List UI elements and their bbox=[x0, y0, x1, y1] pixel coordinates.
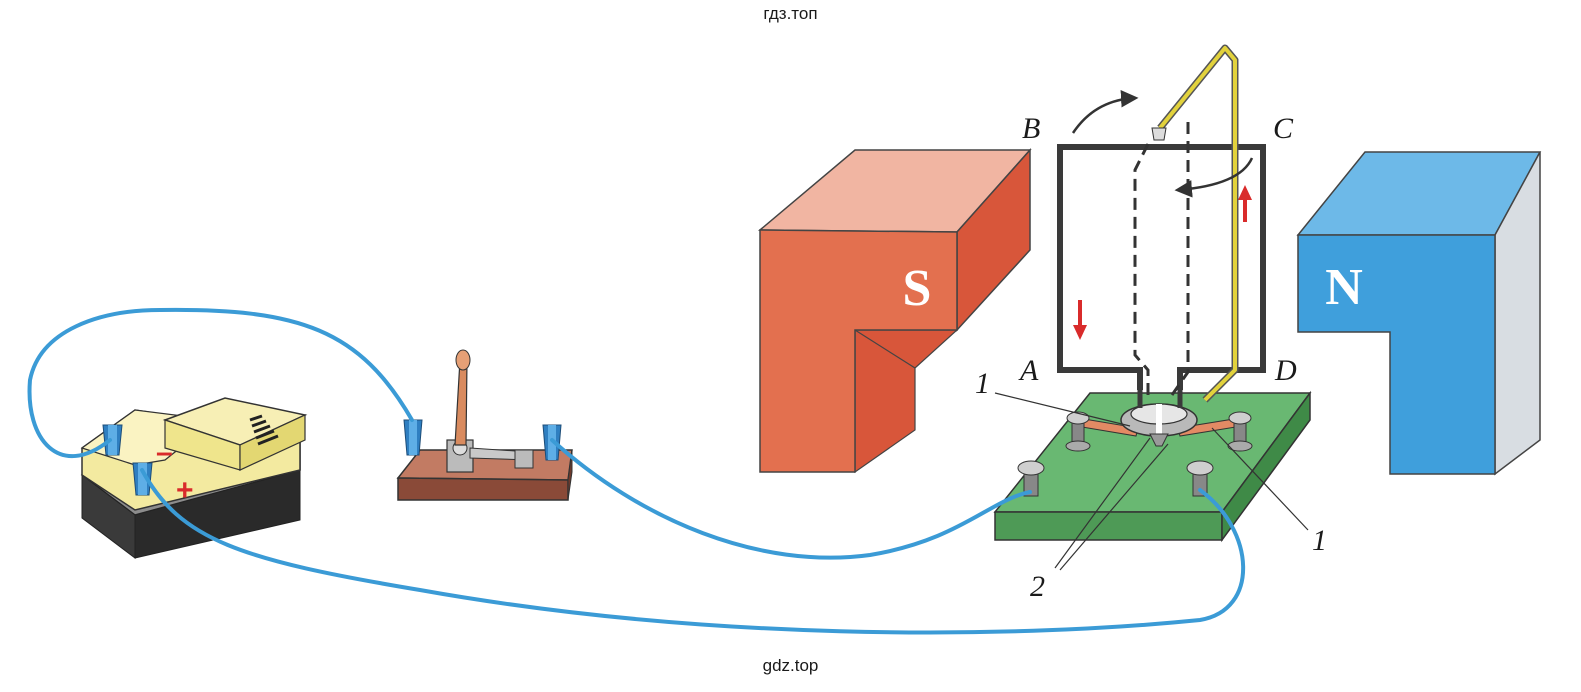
leader-brush-right bbox=[1211, 427, 1309, 531]
label-d: D bbox=[1274, 354, 1297, 387]
coil-frame bbox=[1057, 118, 1266, 408]
leader-half-ring-2 bbox=[1059, 443, 1169, 571]
connecting-wires bbox=[27, 307, 1246, 635]
leader-brush-left bbox=[994, 392, 1131, 427]
split-ring-commutator bbox=[1120, 403, 1198, 447]
label-brush-left: 1 bbox=[975, 367, 990, 400]
label-half-rings: 2 bbox=[1030, 570, 1045, 603]
current-arrow-up bbox=[1238, 185, 1252, 222]
north-pole-label: N bbox=[1325, 259, 1363, 316]
label-c: C bbox=[1273, 112, 1294, 145]
axle-wire bbox=[1151, 44, 1239, 403]
rotation-arrow-side bbox=[1174, 157, 1254, 198]
rotation-arrow-top bbox=[1071, 89, 1139, 134]
battery-plus-sign: + bbox=[176, 474, 194, 507]
leader-half-ring-1 bbox=[1054, 437, 1151, 569]
current-arrow-down bbox=[1073, 300, 1087, 340]
battery: – + bbox=[80, 397, 308, 560]
watermark-bottom: gdz.top bbox=[762, 656, 819, 675]
watermark-top: гдз.топ bbox=[763, 4, 818, 23]
north-magnet: N bbox=[1296, 151, 1542, 476]
label-brush-right: 1 bbox=[1312, 524, 1327, 557]
knife-switch bbox=[396, 349, 573, 501]
south-magnet: S bbox=[757, 148, 1032, 474]
battery-minus-sign: – bbox=[156, 436, 173, 469]
label-b: B bbox=[1022, 112, 1040, 145]
label-a: A bbox=[1018, 354, 1039, 387]
south-pole-label: S bbox=[903, 260, 932, 317]
